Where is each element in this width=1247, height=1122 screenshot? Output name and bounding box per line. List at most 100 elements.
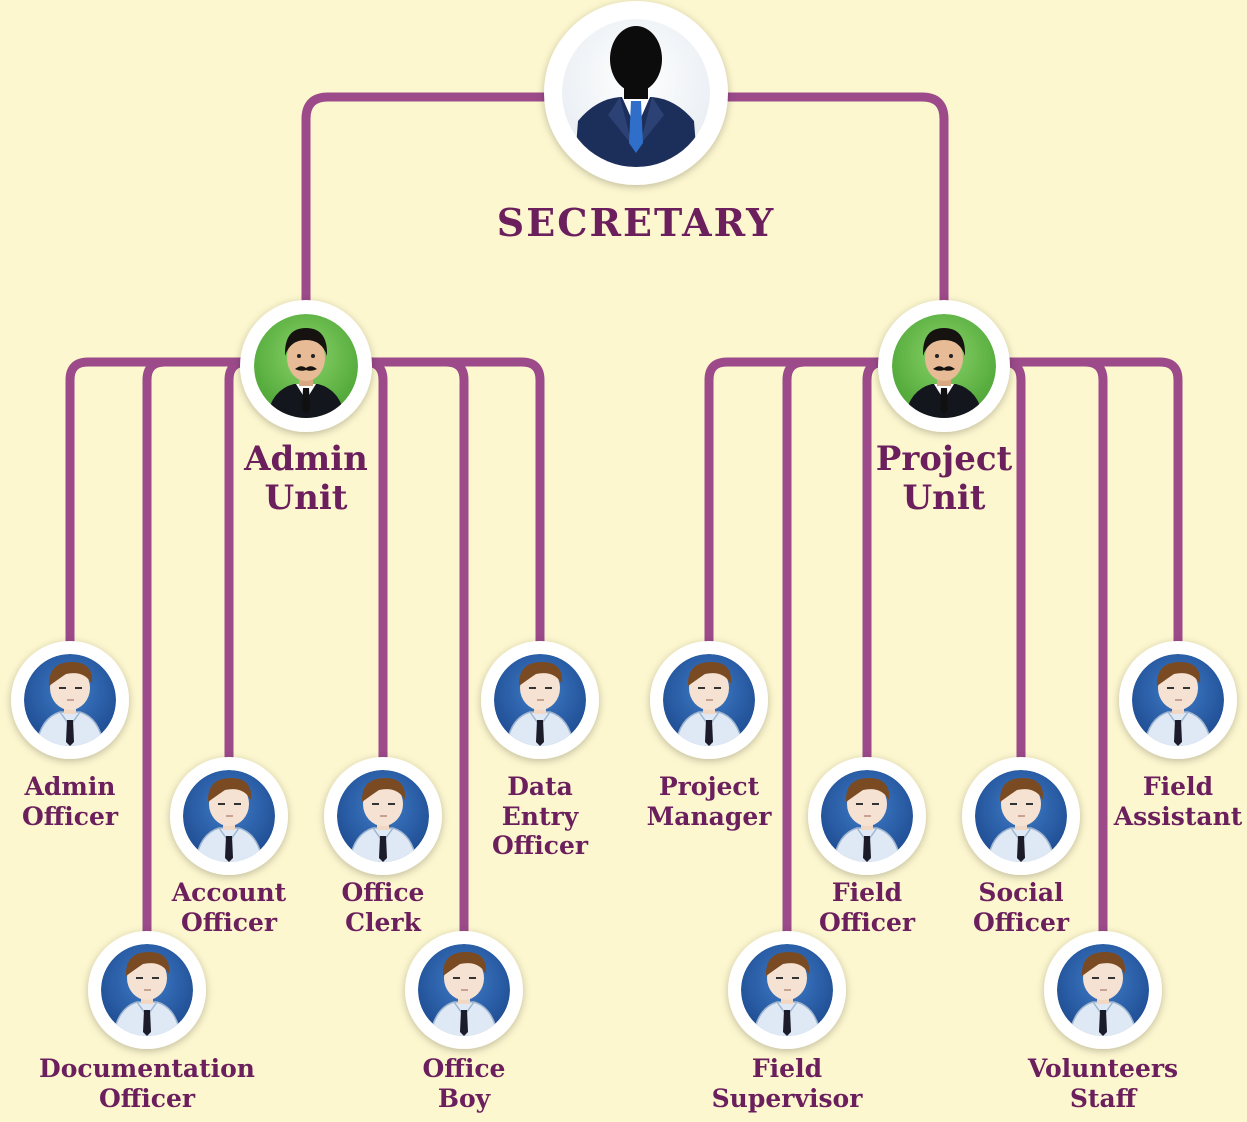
hair-shape [845,778,890,802]
staff-node [88,931,206,1049]
unit-label-line2: Unit [902,478,986,519]
tie-shape [536,720,544,746]
staff-label-line1: Account [171,878,287,907]
hair-shape [48,662,93,686]
lapel-shape [640,97,664,145]
tie-shape [143,1010,151,1036]
staff-label-field-assistant: Field Assistant [1114,772,1243,831]
connector-unit-to-staff [65,357,311,649]
staff-label-line2: Manager [646,801,772,831]
connector-unit-to-staff [939,357,1183,649]
staff-node [728,931,846,1049]
tie-shape [1174,720,1182,746]
staff-avatar-icon [741,944,833,1036]
unit-label-line2: Unit [264,478,348,519]
unit-node [878,300,1010,432]
tie-shape [940,388,948,414]
unit-label-line1: Admin [244,439,368,479]
connector-unit-to-staff [704,357,949,649]
staff-label-admin-officer: Admin Officer [22,772,118,831]
staff-node [808,757,926,875]
staff-label-line1: Office [422,1054,506,1083]
moustache-shape [295,366,317,371]
staff-label-account-officer: Account Officer [172,878,286,937]
staff-label-line2: Supervisor [711,1083,863,1113]
staff-node [481,641,599,759]
staff-label-field-officer: Field Officer [819,878,915,937]
staff-avatar-icon [975,770,1067,862]
staff-node [324,757,442,875]
staff-avatar-icon [1132,654,1224,746]
staff-avatar-icon [1057,944,1149,1036]
eye-shape [297,354,301,358]
tie-shape [225,836,233,862]
staff-label-line2: Assistant [1113,801,1243,831]
staff-label-office-clerk: Office Clerk [342,878,425,937]
tie-shape [705,720,713,746]
staff-label-line2: Staff [1069,1083,1137,1113]
hair-shape [518,662,563,686]
eye-shape [311,354,315,358]
unit-label-admin: Admin Unit [244,439,368,519]
connector-unit-to-staff [142,357,311,939]
staff-label-social-officer: Social Officer [973,878,1069,937]
staff-node [11,641,129,759]
staff-label-line2: Officer [180,907,278,937]
connector-top-to-project [631,92,949,331]
hair-shape [442,952,487,976]
staff-label-line2: Clerk [345,907,421,937]
top-label: SECRETARY [497,203,775,243]
manager-avatar-icon [892,314,996,418]
staff-label-line2: Officer [818,907,916,937]
staff-node [962,757,1080,875]
tie-shape [66,720,74,746]
staff-node [650,641,768,759]
head-silhouette [610,26,662,92]
staff-label-line1: Admin [24,772,116,801]
staff-avatar-icon [821,770,913,862]
hair-shape [207,778,252,802]
tie-shape [783,1010,791,1036]
hair-shape [361,778,406,802]
hair-shape [687,662,732,686]
staff-avatar-icon [24,654,116,746]
manager-avatar-icon [254,314,358,418]
hair-shape [765,952,810,976]
staff-label-office-boy: Office Boy [423,1054,506,1113]
top-title: SECRETARY [496,200,776,245]
tie-shape [1017,836,1025,862]
staff-label-field-supervisor: Field Supervisor [712,1054,863,1113]
staff-label-line1: Field [831,878,903,907]
tie-shape [379,836,387,862]
tie-shape [460,1010,468,1036]
tie-shape [1099,1010,1107,1036]
chart-nodes [11,1,1237,1049]
staff-label-line2: Officer [21,801,119,831]
staff-label-documentation-officer: Documentation Officer [39,1054,255,1113]
connector-unit-to-staff [782,357,949,939]
staff-label-line1: Field [1142,772,1214,801]
eye-shape [935,354,939,358]
eye-shape [949,354,953,358]
hair-shape [125,952,170,976]
hair-shape [284,328,328,356]
staff-label-data-entry-officer: Data Entry Officer [492,772,588,861]
staff-label-line1: Volunteers [1027,1054,1179,1083]
staff-label-line2: Entry [501,801,579,831]
staff-node [1044,931,1162,1049]
staff-label-line1: Data [507,772,573,801]
staff-avatar-icon [663,654,755,746]
moustache-shape [933,366,955,371]
staff-label-line2: Officer [98,1083,196,1113]
staff-node [405,931,523,1049]
staff-label-line3: Officer [491,831,589,860]
staff-node [1119,641,1237,759]
lapel-shape [608,97,632,145]
connector-unit-to-staff [301,357,545,649]
staff-label-line1: Office [341,878,425,907]
hair-shape [1081,952,1126,976]
unit-label-line1: Project [875,439,1013,479]
staff-label-line1: Project [658,772,760,801]
tie-shape [302,388,310,414]
